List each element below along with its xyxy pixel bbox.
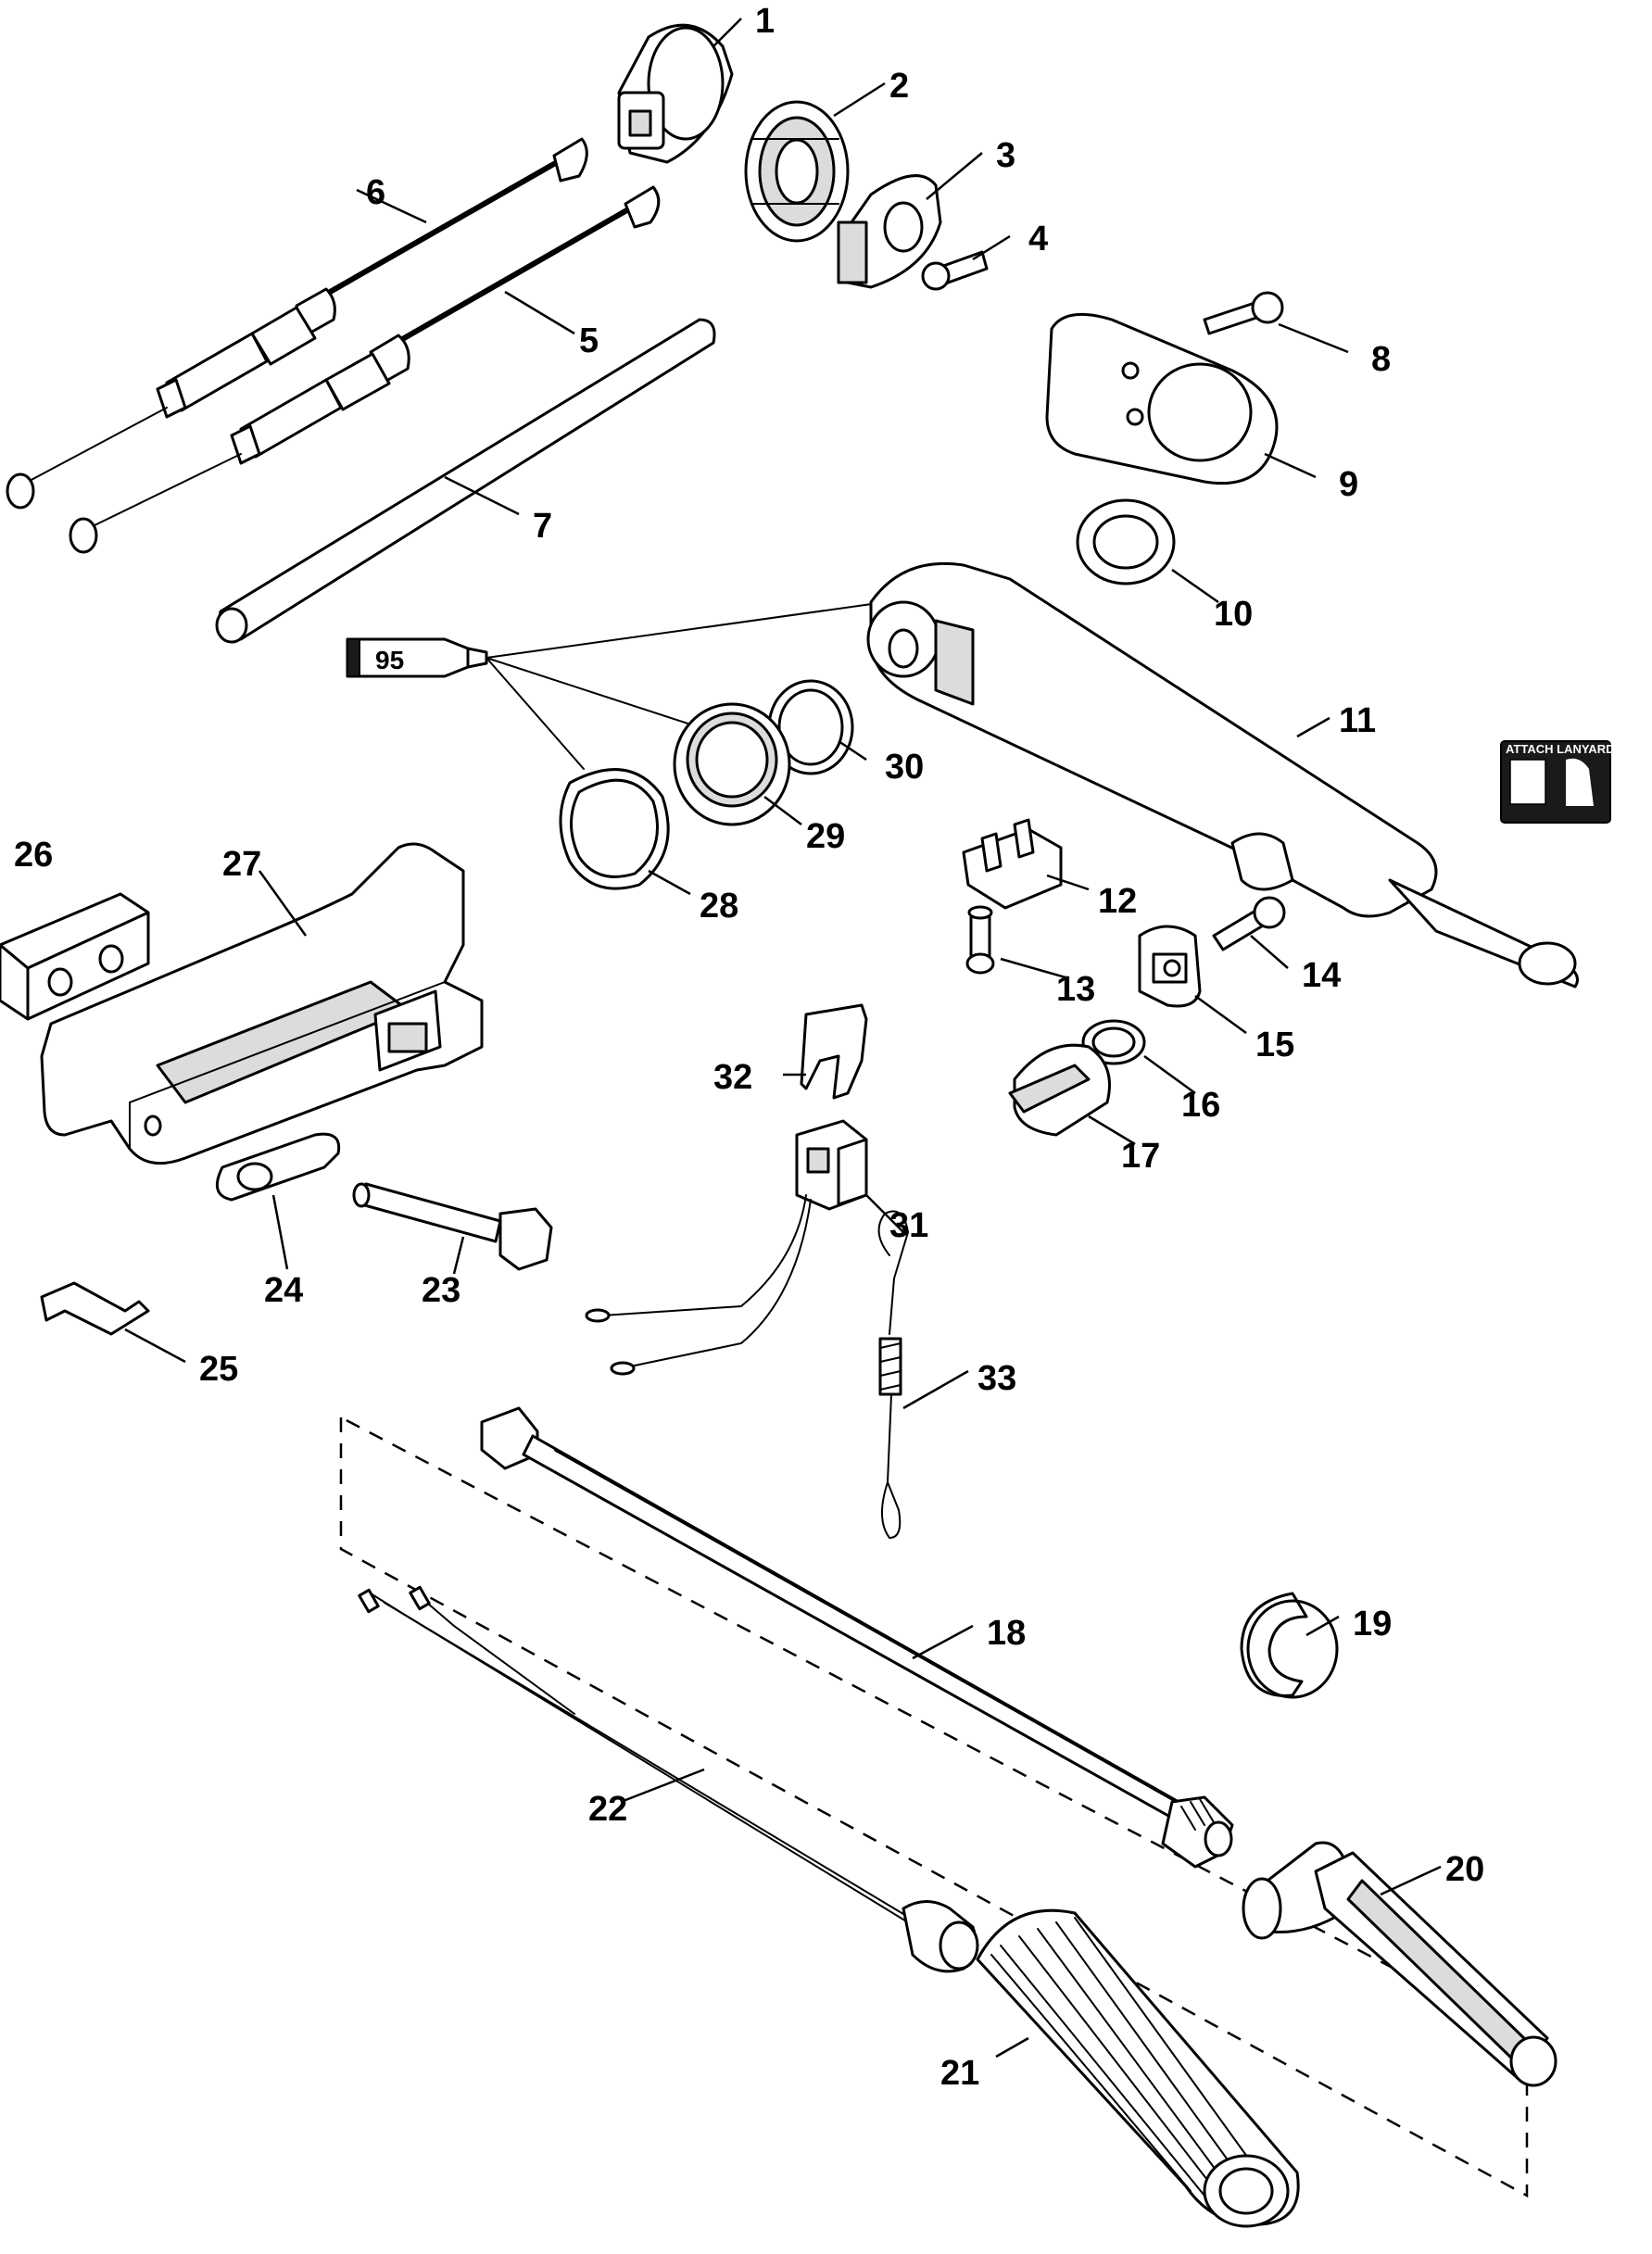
callout-30: 30 xyxy=(885,748,924,787)
part-19-split-bushing xyxy=(1240,1592,1339,1699)
part-1-clamp xyxy=(617,23,734,164)
callout-8: 8 xyxy=(1371,340,1391,379)
part-9-cover xyxy=(1045,312,1279,485)
tube-label: 95 xyxy=(375,646,404,674)
callout-1: 1 xyxy=(755,2,775,41)
callout-15: 15 xyxy=(1255,1026,1294,1064)
decal-text: ATTACH LANYARD xyxy=(1506,742,1614,756)
callout-7: 7 xyxy=(533,507,552,546)
part-2-spool xyxy=(744,100,850,243)
callout-3: 3 xyxy=(996,136,1015,175)
callout-29: 29 xyxy=(806,817,845,856)
callout-32: 32 xyxy=(713,1058,752,1097)
part-28-seal xyxy=(559,768,670,890)
callout-17: 17 xyxy=(1121,1137,1160,1176)
callout-16: 16 xyxy=(1181,1086,1220,1125)
part-29-bushing xyxy=(673,702,791,826)
part-3-plate xyxy=(837,174,942,289)
callout-22: 22 xyxy=(588,1790,627,1829)
part-10-washer xyxy=(1076,498,1176,586)
part-22-harness xyxy=(358,1585,979,1973)
callout-20: 20 xyxy=(1445,1850,1484,1889)
callout-leaders xyxy=(124,18,1442,2059)
part-33-lanyard xyxy=(877,1210,910,1540)
part-11-tiller-arm xyxy=(866,561,1579,988)
callout-28: 28 xyxy=(700,887,738,926)
part-30-o-ring xyxy=(767,679,854,775)
callout-23: 23 xyxy=(422,1271,460,1310)
callout-31: 31 xyxy=(889,1206,928,1245)
callout-27: 27 xyxy=(222,845,261,884)
part-32-clip xyxy=(800,1003,868,1100)
callout-33: 33 xyxy=(977,1359,1016,1398)
part-17-knob xyxy=(1008,1043,1111,1137)
kit-outline-dashed xyxy=(339,1415,1529,2198)
part-23-bolt xyxy=(352,1182,553,1271)
part-7-rod xyxy=(215,318,716,644)
callout-9: 9 xyxy=(1339,465,1358,504)
callout-5: 5 xyxy=(579,321,599,360)
callout-21: 21 xyxy=(940,2054,979,2093)
part-18-shaft xyxy=(480,1406,1234,1869)
part-31-switch xyxy=(585,1119,868,1376)
part-15-clamp xyxy=(1138,925,1202,1008)
callout-18: 18 xyxy=(987,1614,1026,1653)
callout-2: 2 xyxy=(889,67,909,106)
callout-10: 10 xyxy=(1214,595,1253,634)
part-6-cable xyxy=(6,137,588,510)
part-13-screw xyxy=(965,905,995,975)
lanyard-decal: ATTACH LANYARD xyxy=(1500,740,1614,824)
part-24-plate xyxy=(215,1132,341,1202)
callout-11: 11 xyxy=(1339,701,1376,740)
callout-26: 26 xyxy=(14,836,53,875)
part-16-ring xyxy=(1081,1019,1146,1065)
callout-14: 14 xyxy=(1302,956,1341,995)
callout-4: 4 xyxy=(1028,220,1048,258)
part-26-block xyxy=(0,892,150,1021)
callout-labels: 1 2 3 4 5 6 7 8 9 10 11 12 13 14 15 16 1… xyxy=(14,2,1484,2093)
part-25-clip xyxy=(40,1281,150,1336)
part-5-cable xyxy=(69,185,661,554)
callout-6: 6 xyxy=(366,173,385,212)
part-21-grip-sleeve xyxy=(976,1908,1300,2228)
callout-25: 25 xyxy=(199,1350,238,1389)
part-20-grip-core xyxy=(1242,1841,1557,2087)
part-27-bracket xyxy=(40,842,484,1165)
callout-12: 12 xyxy=(1098,882,1137,921)
part-12-retainer xyxy=(962,818,1063,910)
lubricant-tube: 95 xyxy=(346,601,886,770)
part-8-bolt xyxy=(1203,291,1284,335)
callout-13: 13 xyxy=(1056,970,1095,1009)
callout-24: 24 xyxy=(264,1271,303,1310)
part-4-screw xyxy=(921,250,989,291)
callout-19: 19 xyxy=(1353,1605,1392,1643)
part-14-bolt xyxy=(1212,896,1286,951)
